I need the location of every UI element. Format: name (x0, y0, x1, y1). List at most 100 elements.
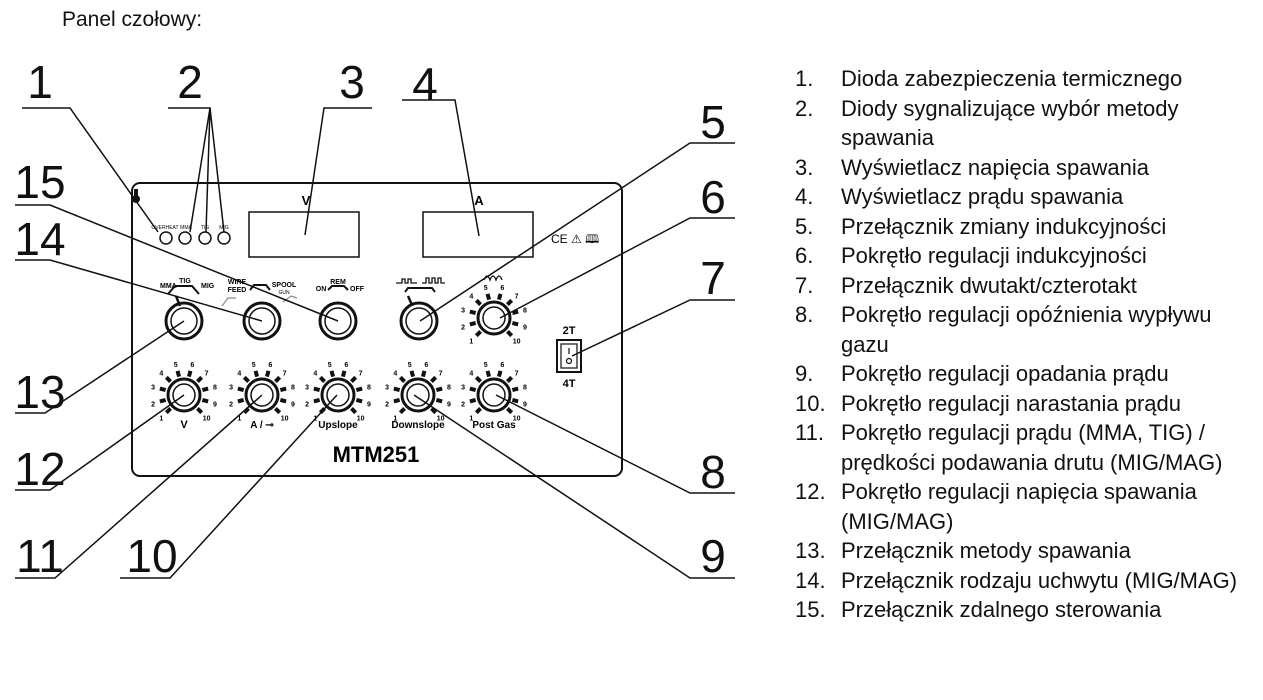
amp-display-label: A (474, 193, 484, 208)
spool-gun-label-1: SPOOL (272, 282, 297, 289)
knob-scale-digit: 4 (237, 370, 241, 377)
spool-gun-label-2: GUN (278, 290, 290, 296)
legend-item: 5. Przełącznik zmiany indukcyjności (795, 212, 1255, 242)
legend-item-number: 14. (795, 567, 826, 593)
mig-led (217, 231, 231, 245)
legend-item: 15.Przełącznik zdalnego sterowania (795, 595, 1255, 625)
callout-6: 6 (700, 171, 726, 223)
legend-item: 1.Dioda zabezpieczenia termicznego (795, 64, 1255, 94)
legend-item-text: Przełącznik rodzaju uchwytu (MIG/MAG) (841, 567, 1238, 593)
knob-scale-digit: 2 (385, 401, 389, 408)
legend-item-number: 11. (795, 420, 824, 445)
knob-scale-digit: 3 (151, 385, 155, 392)
knob-scale-digit: 10 (357, 416, 365, 423)
knob-scale-digit: 9 (523, 401, 527, 408)
knob-scale-digit: 8 (447, 385, 451, 392)
knob-scale-digit: 9 (291, 401, 295, 408)
legend-item-text: Dioda zabezpieczenia termicznego (841, 66, 1183, 91)
knob-scale-digit: 7 (515, 293, 519, 300)
knob-scale-digit: 4 (469, 370, 473, 377)
rem-off-label: OFF (350, 286, 365, 293)
legend-item-number: 9. (795, 361, 814, 386)
knob-scale-digit: 5 (408, 362, 412, 369)
legend-item: 13.Przełącznik metody spawania (795, 536, 1255, 566)
legend-item-text: Pokrętło regulacji opóźnienia wypływu ga… (841, 302, 1212, 357)
callout-3: 3 (339, 56, 365, 108)
legend-item-number: 6. (795, 243, 814, 268)
knob-scale-digit: 10 (513, 416, 521, 423)
knob-scale-digit: 3 (305, 385, 309, 392)
volt-display-label: V (302, 193, 311, 208)
knob-scale-digit: 8 (523, 308, 527, 315)
callout-4: 4 (412, 58, 438, 110)
knob-scale-digit: 10 (437, 416, 445, 423)
knob-scale-digit: 2 (229, 401, 233, 408)
two-t-label: 2T (563, 325, 576, 337)
callout-14: 14 (14, 213, 65, 265)
legend-item-text: Diody sygnalizujące wybór metody spawani… (841, 95, 1179, 151)
legend-item-text: Przełącznik zmiany indukcyjności (841, 213, 1167, 239)
legend-item-number: 12. (795, 479, 826, 504)
callout-1: 1 (27, 56, 53, 108)
led-tig-label: TIG (201, 225, 209, 231)
wire-feed-label-2: FEED (228, 287, 247, 294)
2t-4t-toggle-switch[interactable] (556, 339, 582, 373)
knob-scale-digit: 6 (190, 362, 194, 369)
callout-8: 8 (700, 446, 726, 498)
tig-led (198, 231, 212, 245)
knob-postgas-label: Post Gas (472, 420, 516, 431)
knob-scale-digit: 10 (203, 416, 211, 423)
overheat-label: OVERHEAT (151, 225, 178, 231)
inductance-switch-arc-icon (404, 287, 436, 293)
legend-item: 7.Przełącznik dwutakt/czterotakt (795, 271, 1255, 301)
rem-label: REM (330, 279, 346, 286)
knob-scale-digit: 4 (393, 370, 397, 377)
legend-item-text: Pokrętło regulacji opadania prądu (841, 361, 1169, 386)
legend-item: 12.Pokrętło regulacji napięcia spawania … (795, 477, 1255, 536)
rem-on-label: ON (316, 286, 327, 293)
inductance-low-icon (396, 278, 417, 284)
inductance-high-icon (422, 277, 445, 284)
legend-item-text: Przełącznik dwutakt/czterotakt (841, 272, 1137, 298)
legend-item-number: 5. (795, 213, 814, 239)
knob-scale-digit: 7 (515, 370, 519, 377)
legend-item-text: Wyświetlacz napięcia spawania (841, 154, 1149, 180)
current-display (422, 211, 534, 258)
inductance-switch-knob[interactable] (399, 295, 439, 341)
knob-downslope-label: Downslope (391, 420, 445, 431)
callout-7: 7 (700, 252, 726, 304)
knob-scale-digit: 3 (461, 385, 465, 392)
overheat-led (159, 231, 173, 245)
legend-item-text: Wyświetlacz prądu spawania (841, 184, 1124, 209)
callout-leaders (15, 99, 735, 579)
knob-scale-digit: 5 (252, 362, 256, 369)
legend-item-number: 13. (795, 538, 826, 563)
callout-9: 9 (700, 530, 726, 582)
knob-scale-digit: 6 (500, 285, 504, 292)
knob-scale-digit: 8 (291, 385, 295, 392)
panel-outline (131, 182, 623, 477)
legend-item: 4. Wyświetlacz prądu spawania (795, 182, 1255, 212)
callout-5: 5 (700, 96, 726, 148)
legend-item: 2.Diody sygnalizujące wybór metody spawa… (795, 94, 1255, 153)
wire-feed-label-1: WIRE (228, 279, 247, 286)
knob-scale-digit: 4 (313, 370, 317, 377)
legend-item-text: Przełącznik zdalnego sterowania (841, 597, 1162, 622)
knob-scale-digit: 6 (268, 362, 272, 369)
legend-item-number: 4. (795, 184, 814, 209)
knob-scale-digit: 6 (500, 362, 504, 369)
legend-item: 3.Wyświetlacz napięcia spawania (795, 153, 1255, 183)
front-panel-diagram: V A OVERHEAT MMA TIG MIG MMA TIG MIG WIR… (14, 56, 735, 582)
knob-scale-digit: 3 (229, 385, 233, 392)
model-name: MTM251 (333, 442, 420, 467)
selector-mig-label: MIG (201, 283, 215, 290)
callout-12: 12 (14, 443, 65, 495)
legend-item-text: Pokrętło regulacji narastania prądu (841, 390, 1181, 416)
page-title: Panel czołowy: (62, 8, 203, 31)
